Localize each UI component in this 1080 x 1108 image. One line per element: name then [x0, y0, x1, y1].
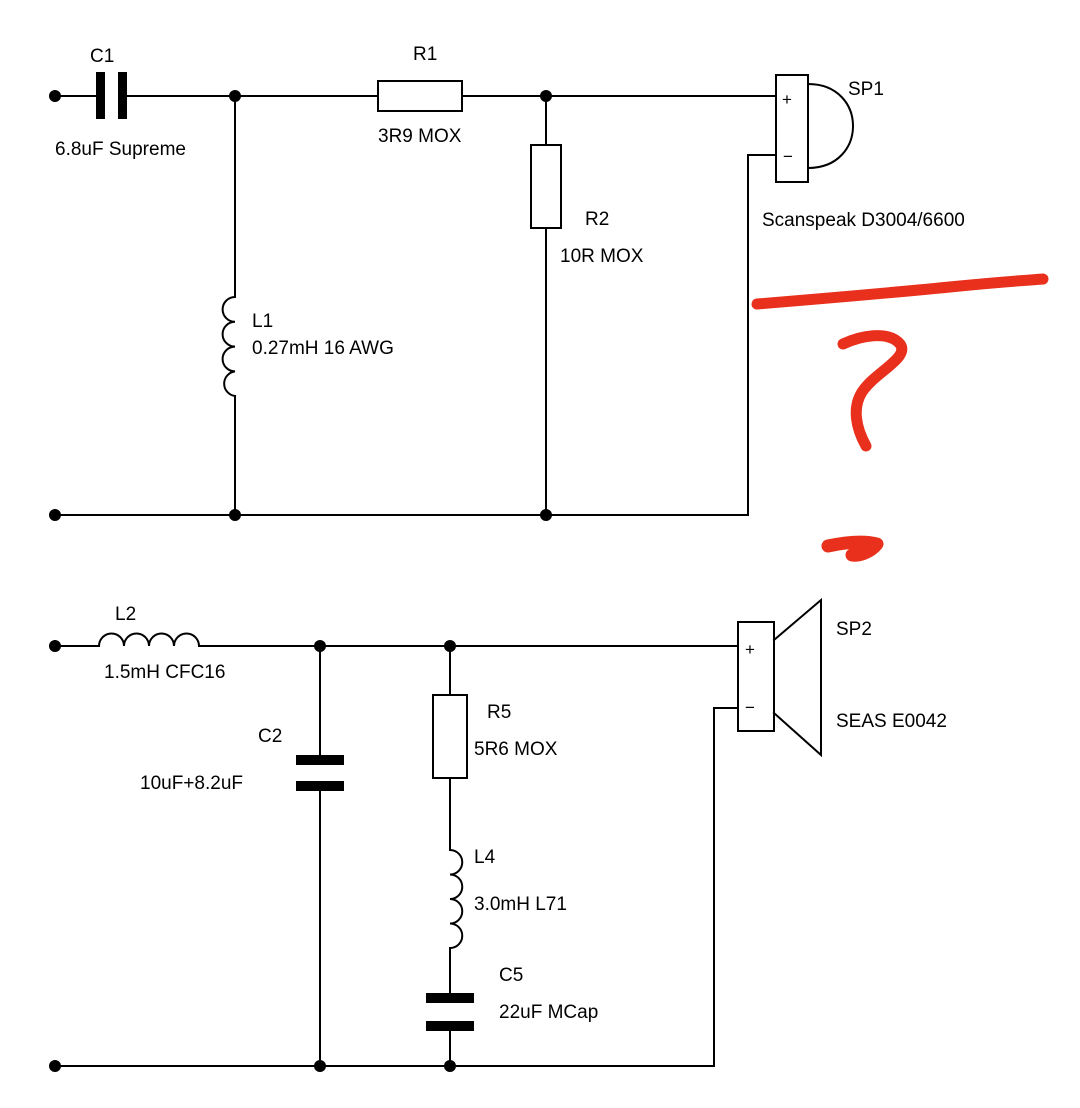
- inductor-l4: [448, 848, 464, 950]
- woofer-crossover: L2 1.5mH CFC16 C2 10uF+8.2uF R5 5R6 MOX …: [49, 597, 947, 1072]
- sp1-plus-terminal: +: [782, 90, 792, 109]
- inductor-l2: [97, 632, 201, 648]
- junction-dot: [540, 509, 552, 521]
- junction-dot: [229, 509, 241, 521]
- l1-ref-label: L1: [252, 311, 273, 332]
- r1-value-label: 3R9 MOX: [378, 126, 462, 147]
- wire: [54, 707, 739, 1067]
- terminal-dot: [49, 90, 61, 102]
- terminal-dot: [49, 509, 61, 521]
- resistor-r1: [377, 80, 463, 112]
- capacitor-c5: [426, 993, 474, 1031]
- r2-ref-label: R2: [585, 209, 609, 230]
- sp2-ref-label: SP2: [836, 619, 872, 640]
- junction-dot: [314, 1060, 326, 1072]
- capacitor-c1: [96, 72, 127, 119]
- inductor-l1: [221, 295, 237, 398]
- junction-dot: [540, 90, 552, 102]
- resistor-r5: [432, 694, 468, 779]
- annotation-underline: [751, 273, 1049, 310]
- sp1-ref-label: SP1: [848, 79, 884, 100]
- tweeter-crossover: C1 6.8uF Supreme R1 3R9 MOX R2 10R MOX L…: [49, 44, 965, 521]
- sp1-model-label: Scanspeak D3004/6600: [762, 210, 965, 231]
- terminal-dot: [49, 1060, 61, 1072]
- question-mark-dot-icon: [821, 535, 884, 562]
- junction-dot: [229, 90, 241, 102]
- c1-value-label: 6.8uF Supreme: [55, 139, 186, 160]
- sp2-minus-terminal: −: [745, 698, 755, 717]
- sp2-model-label: SEAS E0042: [836, 711, 947, 732]
- l1-value-label: 0.27mH 16 AWG: [252, 338, 394, 359]
- question-mark-icon: [837, 330, 908, 452]
- junction-dot: [444, 1060, 456, 1072]
- r2-value-label: 10R MOX: [560, 246, 644, 267]
- c5-value-label: 22uF MCap: [499, 1002, 598, 1023]
- l2-ref-label: L2: [115, 604, 136, 625]
- red-annotation: [751, 273, 1049, 562]
- c2-ref-label: C2: [258, 726, 282, 747]
- l4-value-label: 3.0mH L71: [474, 894, 567, 915]
- c2-value-label: 10uF+8.2uF: [140, 773, 243, 794]
- c5-ref-label: C5: [499, 965, 523, 986]
- r5-value-label: 5R6 MOX: [474, 739, 558, 760]
- junction-dot: [444, 640, 456, 652]
- resistor-r2: [530, 144, 562, 229]
- junction-dot: [314, 640, 326, 652]
- c1-ref-label: C1: [90, 46, 114, 67]
- capacitor-c2: [296, 755, 344, 791]
- woofer-sp2: [737, 597, 822, 758]
- sp2-plus-terminal: +: [745, 640, 755, 659]
- r5-ref-label: R5: [487, 702, 511, 723]
- terminal-dot: [49, 640, 61, 652]
- sp1-minus-terminal: −: [783, 147, 793, 166]
- wire: [54, 154, 777, 516]
- tweeter-sp1: [775, 74, 854, 183]
- r1-ref-label: R1: [413, 44, 437, 65]
- l2-value-label: 1.5mH CFC16: [104, 662, 225, 683]
- l4-ref-label: L4: [474, 847, 496, 868]
